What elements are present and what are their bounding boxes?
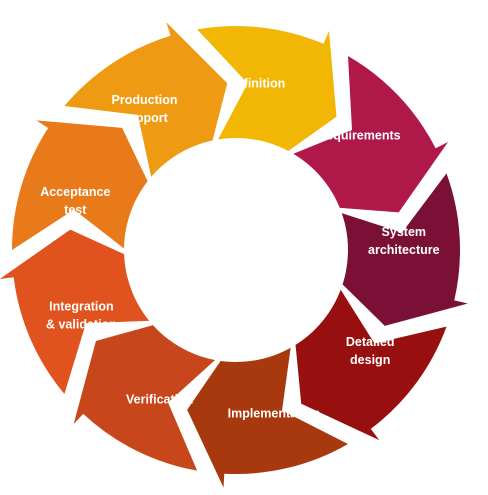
label-definition: Definition — [228, 76, 286, 90]
label-line: Definition — [228, 76, 286, 90]
label-line: Verification — [126, 393, 193, 407]
cycle-segments — [0, 22, 468, 488]
label-line: design — [350, 353, 390, 367]
label-line: Acceptance — [40, 185, 110, 199]
segment-implementation — [187, 345, 348, 488]
label-verification: Verification — [126, 393, 193, 407]
label-detailed-design: Detailed design — [346, 335, 395, 367]
label-line: Integration — [49, 300, 114, 314]
label-production-support: Production support — [112, 93, 178, 125]
segment-requirements — [291, 56, 449, 213]
segment-detailed-design — [293, 287, 447, 441]
segment-production-support — [64, 22, 228, 180]
label-line: test — [64, 203, 87, 217]
segment-verification — [73, 320, 217, 471]
center-hole — [124, 138, 348, 362]
segment-system-architecture — [329, 173, 468, 326]
label-integration-validation: Integration & validation — [46, 300, 117, 332]
label-line: support — [121, 111, 168, 125]
label-requirements: Requirements — [317, 128, 400, 142]
label-acceptance-test: Acceptance test — [40, 185, 110, 217]
segment-acceptance-test — [12, 120, 156, 250]
label-implementation: Implementation — [228, 407, 320, 421]
segment-definition — [197, 25, 337, 162]
label-system-architecture: System architecture — [368, 225, 440, 257]
label-line: Production — [112, 93, 178, 107]
label-line: Implementation — [228, 407, 320, 421]
label-line: System — [382, 225, 426, 239]
label-line: Requirements — [317, 128, 400, 142]
label-line: architecture — [368, 243, 440, 257]
label-line: & validation — [46, 318, 117, 332]
label-line: Detailed — [346, 335, 395, 349]
segment-integration-validation — [0, 229, 152, 394]
